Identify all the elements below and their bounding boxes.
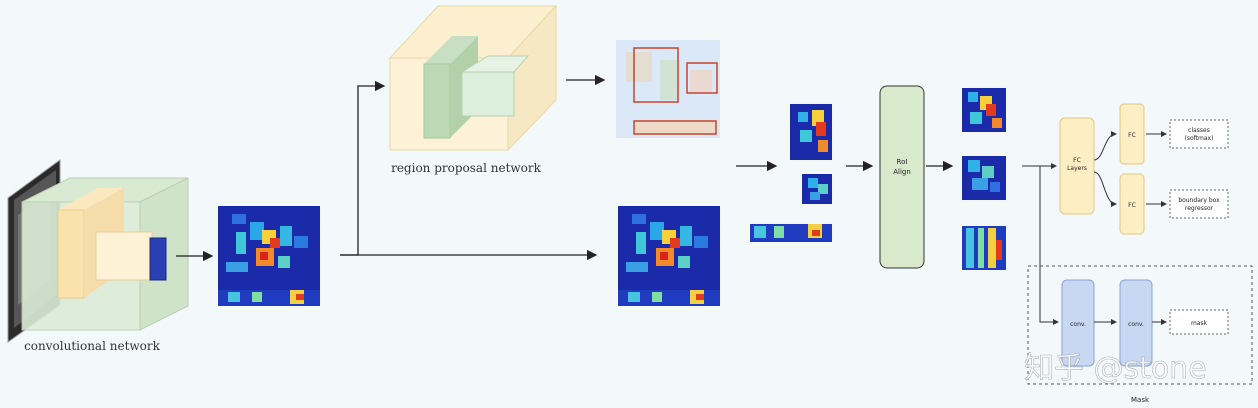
mask-branch-group: Mask [1027, 265, 1253, 404]
arrow-to-rpn [340, 80, 386, 256]
arrow-to-mask-branch [1039, 166, 1059, 325]
fc-top-label: FC [1128, 132, 1136, 139]
aligned-feature-3 [962, 226, 1006, 270]
conv1-label: conv. [1070, 321, 1086, 328]
conv-block-1: conv. [1061, 279, 1095, 367]
arrow-fc-to-top [1093, 131, 1117, 161]
convolutional-network-label: convolutional network [24, 339, 161, 353]
bbox-regressor-output: boundary box regressor [1169, 189, 1229, 219]
fc-top-block: FC [1119, 103, 1145, 165]
roi-align-block: RoI Align [879, 85, 925, 269]
fc-bottom-label: FC [1128, 202, 1136, 209]
aligned-feature-1 [962, 88, 1006, 132]
bbox-label-2: regressor [1185, 205, 1214, 212]
region-proposal-network-block [388, 4, 558, 152]
arrow-fc-to-bottom [1093, 171, 1117, 207]
fc-bottom-block: FC [1119, 173, 1145, 235]
classes-label-1: classes [1188, 127, 1210, 134]
roi-crop-2 [802, 174, 832, 204]
feature-map-main [218, 206, 320, 306]
roi-align-label-1: RoI [897, 158, 908, 166]
bbox-label-1: boundary box [1178, 197, 1220, 204]
mask-group-label: Mask [1131, 396, 1150, 404]
mask-output: mask [1169, 309, 1229, 335]
conv2-label: conv. [1128, 321, 1144, 328]
watermark: 知乎 @stone [1024, 351, 1207, 386]
aligned-feature-2 [962, 156, 1006, 200]
region-proposals-image [616, 40, 720, 138]
classes-label-2: (softmax) [1185, 135, 1214, 142]
roi-crop-1 [790, 104, 832, 160]
convolutional-network-block [21, 177, 189, 331]
fc-layers-label-2: Layers [1067, 165, 1087, 172]
feature-map-copy [618, 206, 720, 306]
mask-box-label: mask [1191, 320, 1208, 327]
roi-align-label-2: Align [893, 168, 911, 176]
region-proposal-network-label: region proposal network [391, 161, 542, 175]
roi-crop-3 [750, 224, 832, 242]
classes-output: classes (softmax) [1169, 119, 1229, 149]
fc-layers-label-1: FC [1073, 157, 1081, 164]
fc-layers-block: FC Layers [1059, 117, 1095, 215]
conv-block-2: conv. [1119, 279, 1153, 367]
